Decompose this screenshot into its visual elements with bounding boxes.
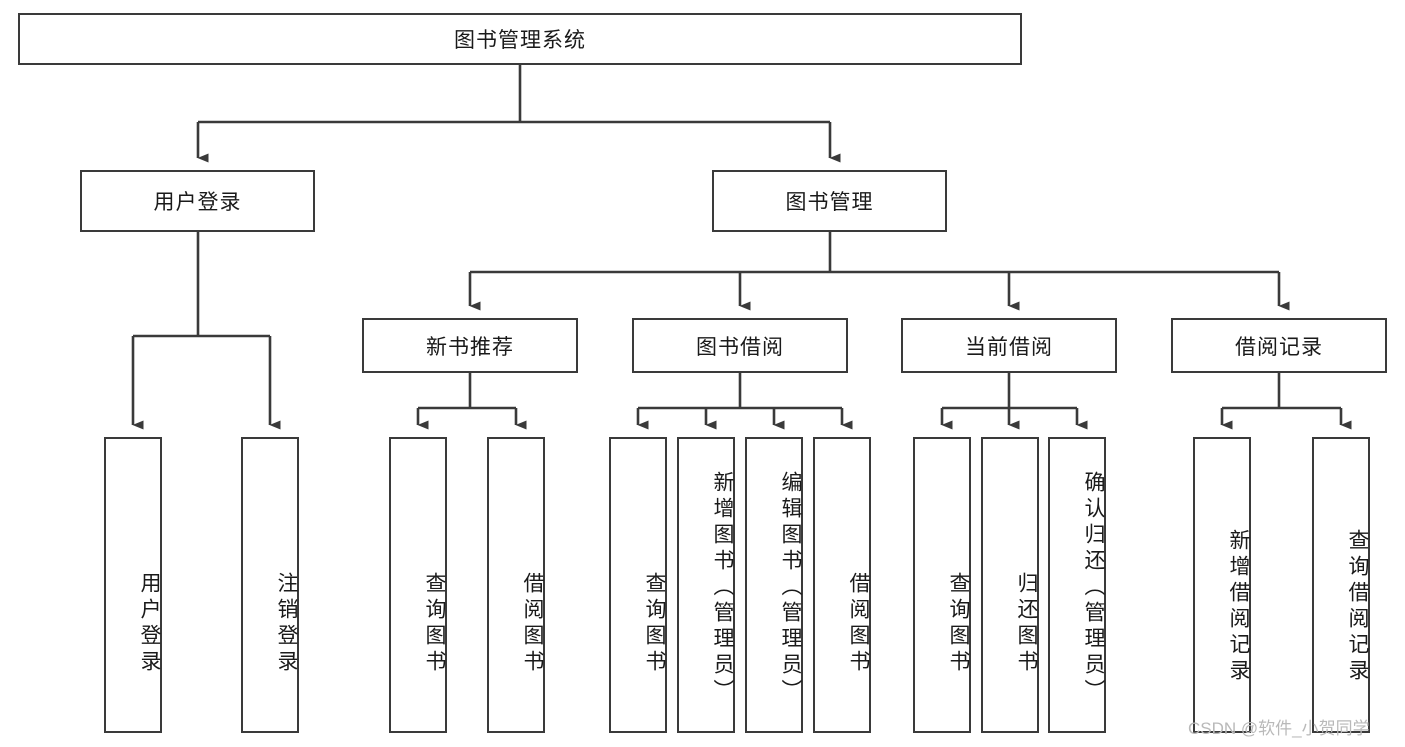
- node-leaf-query-record-label: 查询借阅记录: [1346, 529, 1369, 685]
- node-leaf-add-record[interactable]: 新增借阅记录: [1193, 437, 1251, 733]
- node-root[interactable]: 图书管理系统: [18, 13, 1022, 65]
- node-leaf-user-login-label: 用户登录: [138, 572, 161, 676]
- node-leaf-query-book-3[interactable]: 查询图书: [913, 437, 971, 733]
- node-new-book-recommend[interactable]: 新书推荐: [362, 318, 578, 373]
- node-leaf-confirm-return-label: 确认归还（管理员）: [1082, 471, 1105, 705]
- node-leaf-add-record-label: 新增借阅记录: [1227, 529, 1250, 685]
- node-leaf-query-record[interactable]: 查询借阅记录: [1312, 437, 1370, 733]
- node-leaf-borrow-book-2[interactable]: 借阅图书: [813, 437, 871, 733]
- node-book-borrow[interactable]: 图书借阅: [632, 318, 848, 373]
- node-book-manage-label: 图书管理: [785, 191, 874, 214]
- csdn-watermark: CSDN @软件_小贺同学: [1188, 719, 1370, 738]
- node-leaf-return-book-label: 归还图书: [1015, 572, 1038, 676]
- node-leaf-borrow-book-2-label: 借阅图书: [847, 572, 870, 676]
- node-leaf-query-book-1[interactable]: 查询图书: [389, 437, 447, 733]
- node-root-label: 图书管理系统: [454, 29, 586, 52]
- node-leaf-user-login[interactable]: 用户登录: [104, 437, 162, 733]
- node-leaf-return-book[interactable]: 归还图书: [981, 437, 1039, 733]
- node-leaf-query-book-2-label: 查询图书: [643, 572, 666, 676]
- node-leaf-add-book-label: 新增图书（管理员）: [711, 471, 734, 705]
- node-current-borrow[interactable]: 当前借阅: [901, 318, 1117, 373]
- node-leaf-edit-book[interactable]: 编辑图书（管理员）: [745, 437, 803, 733]
- node-leaf-add-book[interactable]: 新增图书（管理员）: [677, 437, 735, 733]
- node-user-login-label: 用户登录: [153, 191, 242, 214]
- node-leaf-borrow-book-1-label: 借阅图书: [521, 572, 544, 676]
- node-leaf-confirm-return[interactable]: 确认归还（管理员）: [1048, 437, 1106, 733]
- node-leaf-query-book-3-label: 查询图书: [947, 572, 970, 676]
- node-leaf-query-book-1-label: 查询图书: [423, 572, 446, 676]
- node-leaf-edit-book-label: 编辑图书（管理员）: [779, 471, 802, 705]
- node-leaf-user-logout[interactable]: 注销登录: [241, 437, 299, 733]
- node-leaf-user-logout-label: 注销登录: [275, 572, 298, 676]
- node-book-manage[interactable]: 图书管理: [712, 170, 947, 232]
- node-current-borrow-label: 当前借阅: [965, 335, 1053, 359]
- node-user-login[interactable]: 用户登录: [80, 170, 315, 232]
- node-borrow-record-label: 借阅记录: [1235, 335, 1323, 359]
- node-leaf-borrow-book-1[interactable]: 借阅图书: [487, 437, 545, 733]
- node-new-book-recommend-label: 新书推荐: [426, 335, 514, 359]
- node-borrow-record[interactable]: 借阅记录: [1171, 318, 1387, 373]
- node-book-borrow-label: 图书借阅: [696, 335, 784, 359]
- node-leaf-query-book-2[interactable]: 查询图书: [609, 437, 667, 733]
